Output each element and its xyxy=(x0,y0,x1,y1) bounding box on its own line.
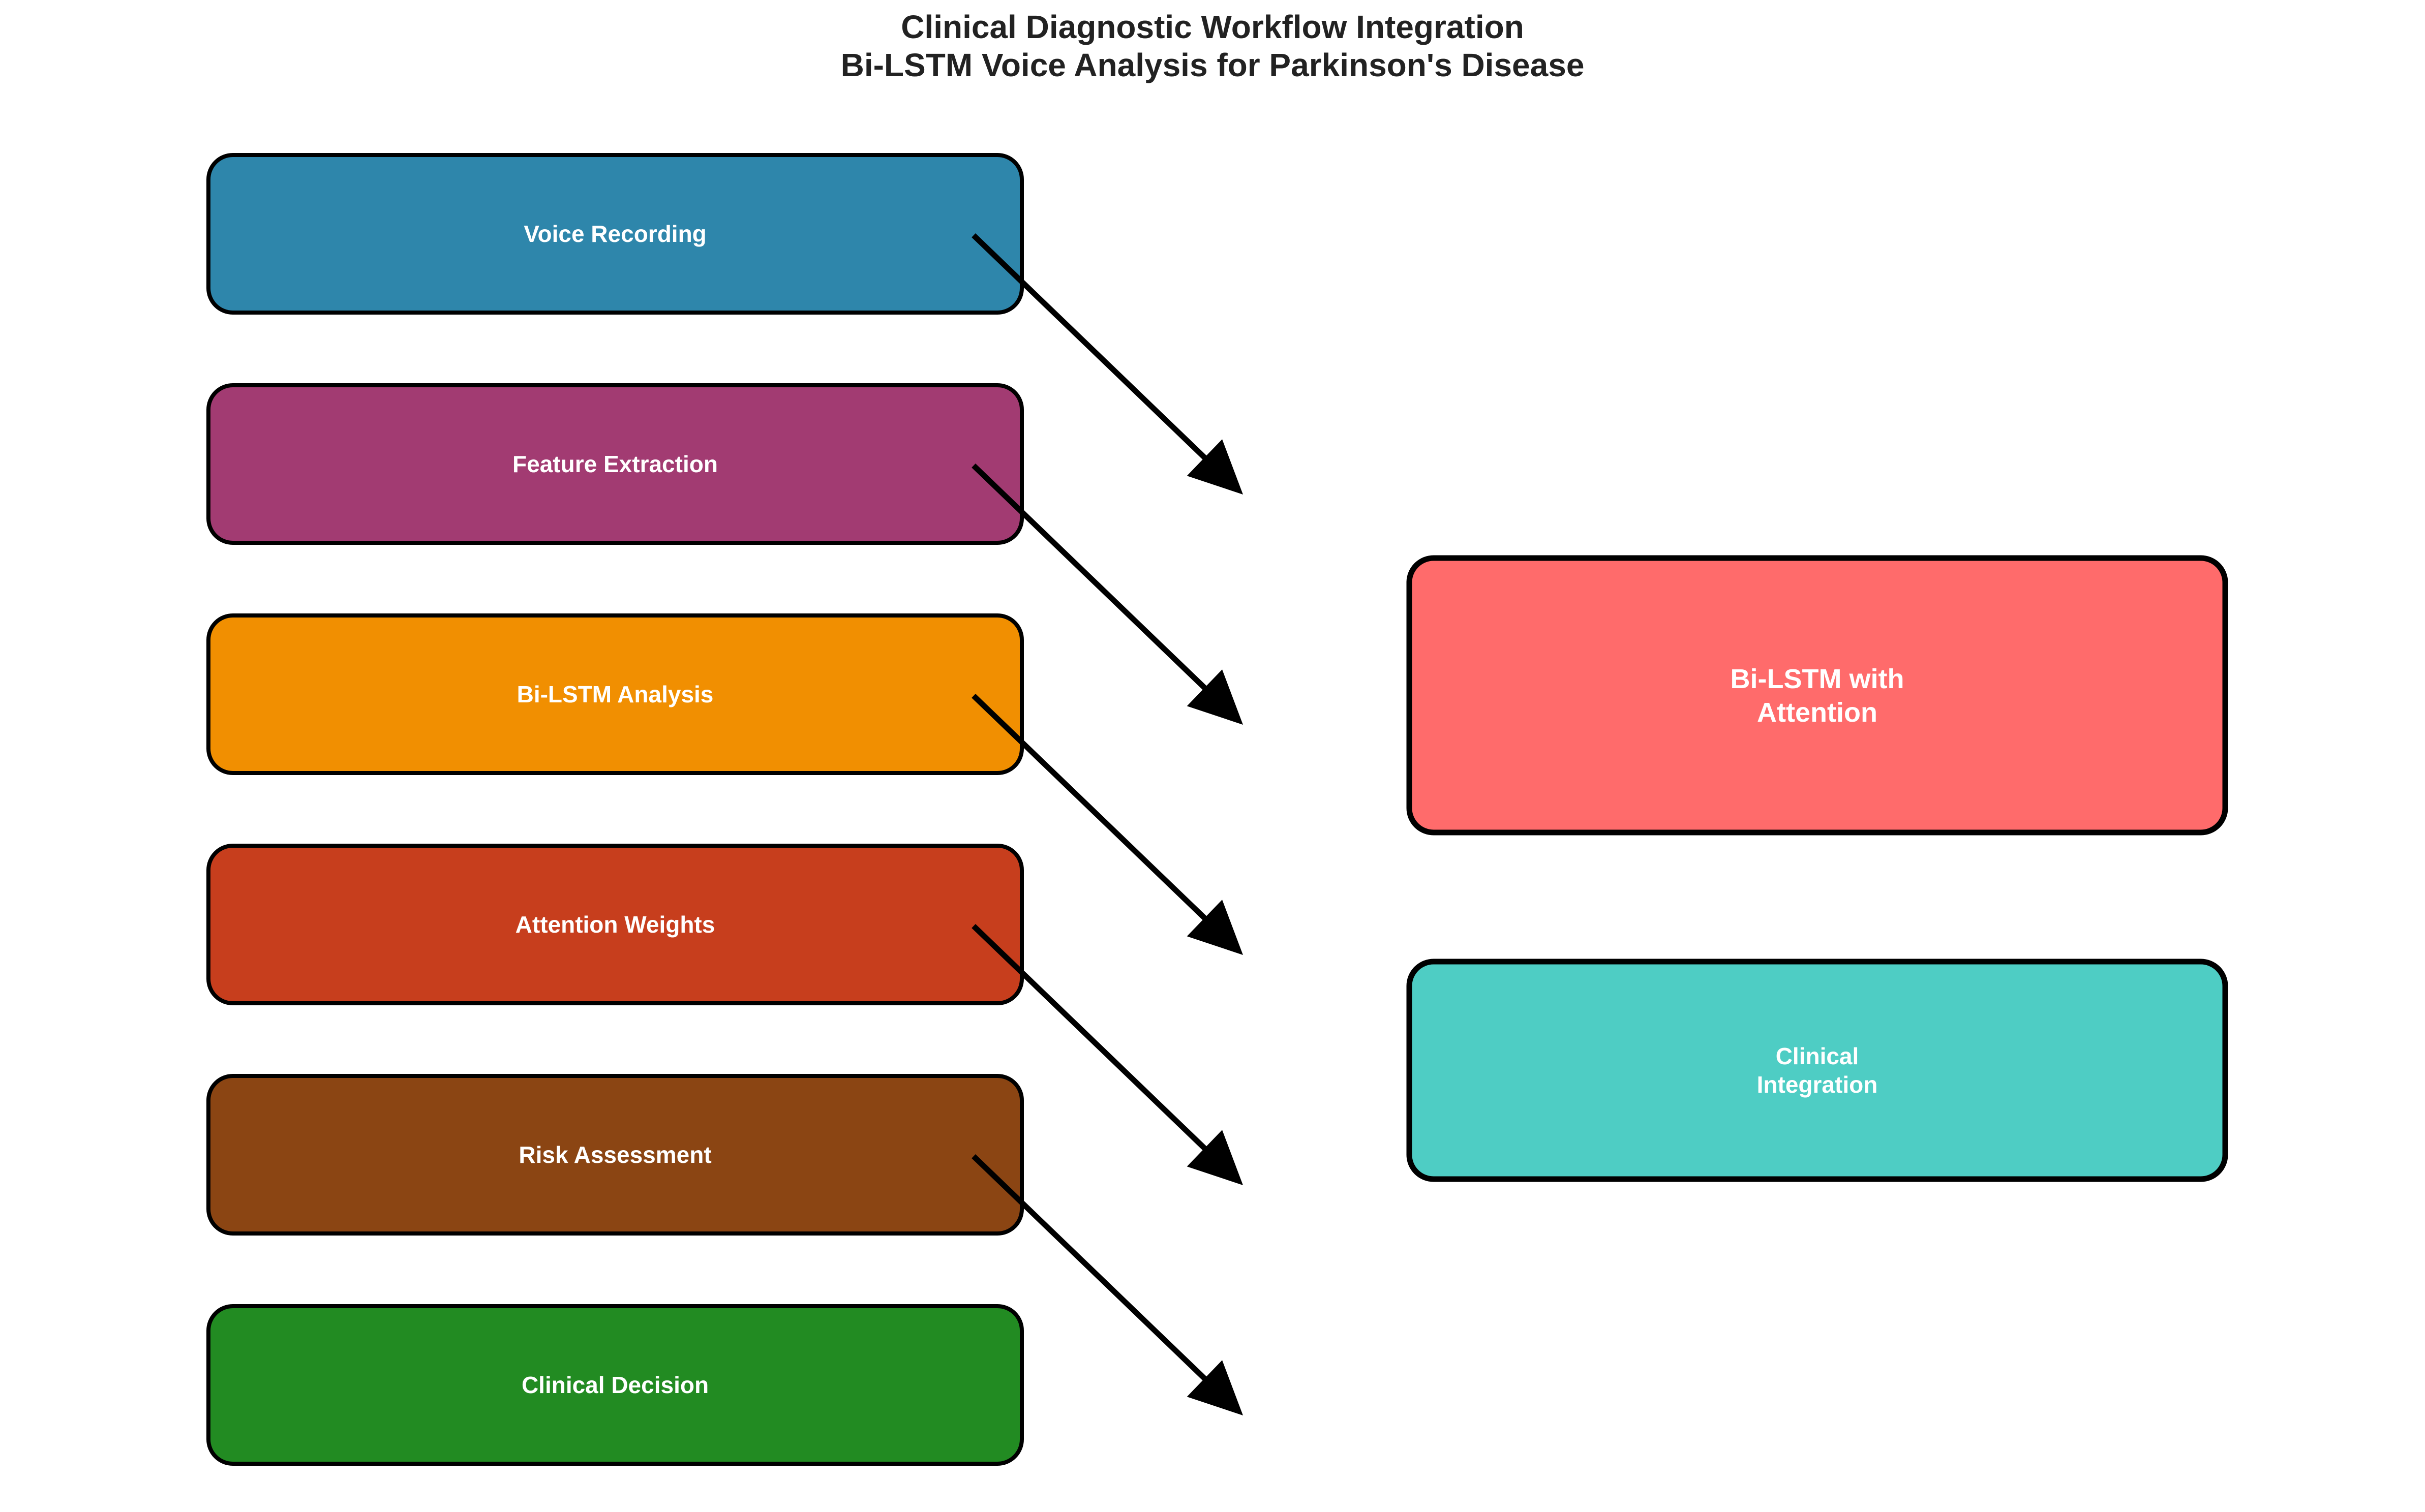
stage-label: Bi-LSTM Analysis xyxy=(517,681,714,707)
stage-box xyxy=(206,153,1024,315)
stage-box xyxy=(206,844,1024,1005)
arrow-list xyxy=(972,233,1243,1415)
flow-arrow xyxy=(972,694,1243,955)
stage-box xyxy=(206,383,1024,545)
stage-box xyxy=(206,613,1024,775)
stage-box xyxy=(206,1074,1024,1236)
stage-voice-recording: Voice Recording xyxy=(206,153,1024,315)
flow-arrow xyxy=(972,233,1243,495)
arrow-head xyxy=(1187,1360,1243,1415)
stage-box xyxy=(206,1304,1024,1466)
stage-label: Attention Weights xyxy=(516,911,715,938)
stage-bi-lstm-analysis: Bi-LSTM Analysis xyxy=(206,613,1024,775)
stage-label: Feature Extraction xyxy=(512,451,718,477)
arrow-shaft xyxy=(972,464,1210,694)
arrow-head xyxy=(1187,900,1243,955)
flow-arrow xyxy=(972,464,1243,725)
arrow-head xyxy=(1187,669,1243,725)
stage-label: Clinical Decision xyxy=(522,1372,709,1398)
side-box-label-line: Integration xyxy=(1757,1071,1878,1098)
side-box-label-line: Bi-LSTM with xyxy=(1731,664,1904,694)
arrow-shaft xyxy=(972,694,1210,924)
stage-clinical-decision: Clinical Decision xyxy=(206,1304,1024,1466)
stage-label: Risk Assessment xyxy=(519,1141,711,1168)
side-box-label-line: Clinical xyxy=(1776,1043,1859,1069)
stage-attention-weights: Attention Weights xyxy=(206,844,1024,1005)
flow-arrow xyxy=(972,1154,1243,1415)
diagram-title-line2: Bi-LSTM Voice Analysis for Parkinson's D… xyxy=(841,47,1585,83)
side-box-label-line: Attention xyxy=(1757,697,1877,728)
side-box xyxy=(1406,555,2228,836)
arrow-head xyxy=(1187,439,1243,495)
arrow-shaft xyxy=(972,233,1210,464)
stage-risk-assessment: Risk Assessment xyxy=(206,1074,1024,1236)
flow-arrow xyxy=(972,924,1243,1185)
arrow-head xyxy=(1187,1130,1243,1185)
arrow-shaft xyxy=(972,924,1210,1154)
stage-label: Voice Recording xyxy=(524,221,707,247)
side-box xyxy=(1406,959,2228,1182)
diagram-title-line1: Clinical Diagnostic Workflow Integration xyxy=(901,9,1524,45)
stage-feature-extraction: Feature Extraction xyxy=(206,383,1024,545)
arrow-shaft xyxy=(972,1154,1210,1384)
